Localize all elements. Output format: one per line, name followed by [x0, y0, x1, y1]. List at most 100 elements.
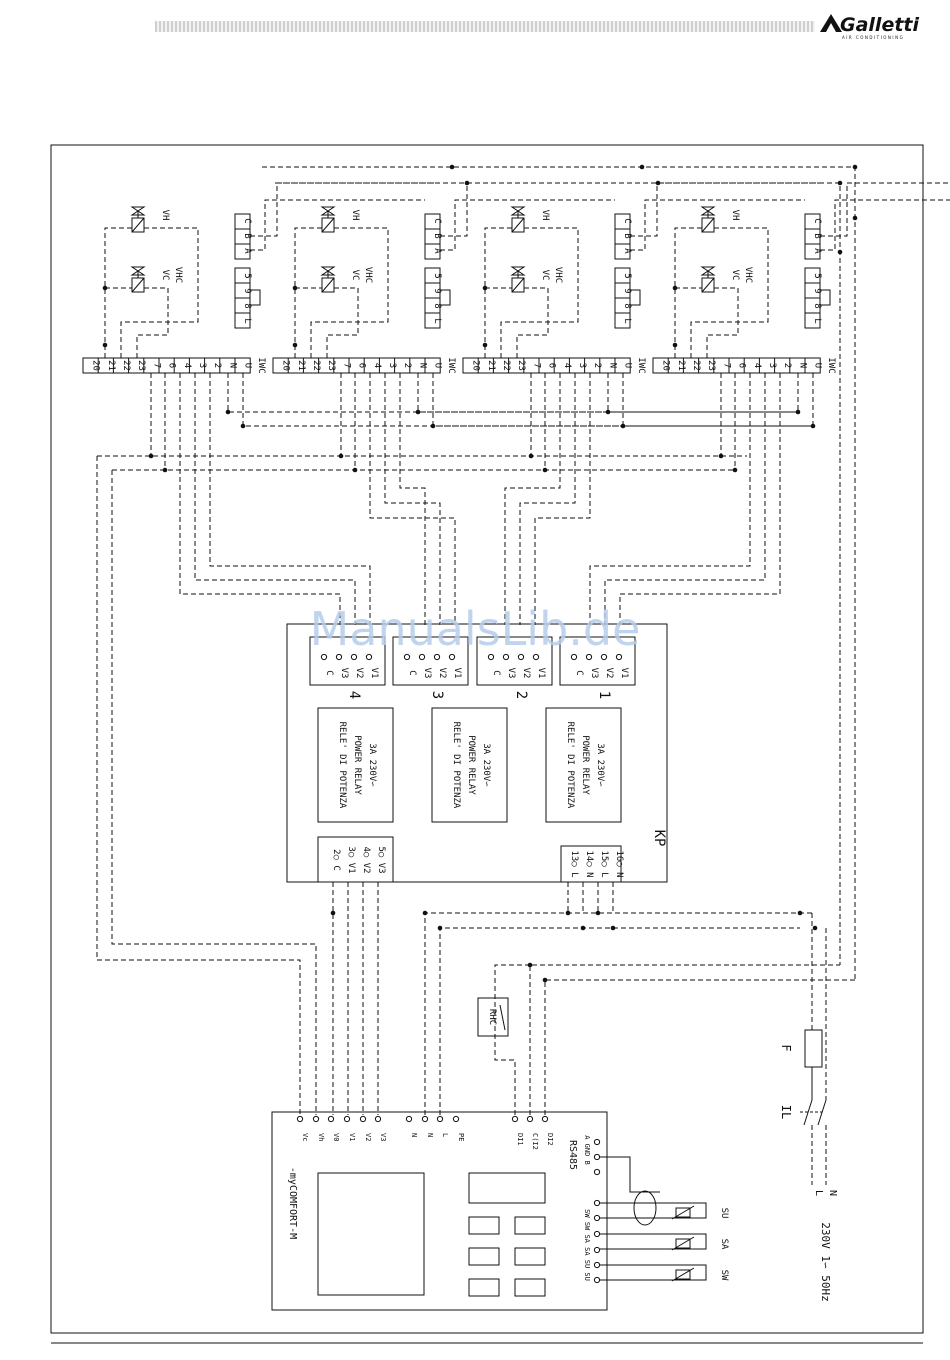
- wire: [227, 373, 800, 413]
- terminal-ring: [374, 1115, 382, 1123]
- wire: [516, 287, 549, 358]
- terminal-ring: [436, 1115, 444, 1123]
- terminal-ring: [593, 1230, 601, 1238]
- kp-power-terminal: 16○ N: [614, 850, 624, 877]
- wire: [326, 287, 359, 358]
- connector-abc: [424, 213, 441, 260]
- wire: [674, 227, 702, 358]
- terminal-label: 3: [577, 363, 587, 368]
- wire: [607, 373, 800, 413]
- terminal-ring: [532, 653, 540, 661]
- wire: [706, 287, 739, 358]
- connector-abc-label: B: [242, 233, 252, 238]
- junction-dot: [812, 925, 818, 931]
- kp-pin-label: V1: [452, 668, 462, 679]
- terminal-ring: [593, 1261, 601, 1269]
- kp-route-wire: [209, 373, 371, 625]
- terminal-ring: [343, 1115, 351, 1123]
- thermistor-slash: [671, 1236, 695, 1251]
- connector-l895-label: 9: [622, 288, 632, 293]
- terminal-ring: [593, 1276, 601, 1284]
- connector-jumper: [440, 289, 451, 306]
- terminal-ring: [452, 1115, 460, 1123]
- terminal-ring: [421, 1115, 429, 1123]
- rhc-contact: [499, 1004, 506, 1031]
- connector-abc: [804, 213, 821, 260]
- valve-coil-slash: [511, 277, 525, 293]
- terminal-ring: [405, 1115, 413, 1123]
- sensor-wire: [600, 1233, 707, 1250]
- junction-dot: [482, 342, 488, 348]
- terminal-label: 22: [501, 360, 511, 371]
- wire: [622, 373, 815, 427]
- connector-abc-label: C: [812, 218, 822, 223]
- sensor-wire: [600, 1202, 707, 1219]
- relay-text: POWER RELAY: [466, 735, 476, 795]
- junction-dot: [240, 423, 246, 429]
- valve-coil-slash: [701, 277, 715, 293]
- wires-layer: RHC: [96, 164, 950, 1115]
- terminal-label: U: [433, 363, 443, 368]
- sensor-label: SA: [719, 1239, 729, 1250]
- kp-input-terminal: 2○ C: [331, 849, 341, 871]
- valve-body-icon: [320, 266, 336, 276]
- junction-dot: [330, 910, 336, 916]
- controller-key: [468, 1216, 500, 1235]
- sensor-label: SW: [719, 1270, 729, 1281]
- header-bar: [155, 21, 815, 32]
- controller-key: [468, 1278, 500, 1297]
- wire: [250, 199, 425, 251]
- brand-name: Galletti: [840, 14, 919, 36]
- junction-dot: [464, 180, 470, 186]
- terminal-label: 2: [592, 363, 602, 368]
- connector-jumper: [630, 289, 641, 306]
- controller-top-terminal: V2: [364, 1133, 372, 1141]
- wire: [417, 373, 800, 413]
- kp-route-wire: [194, 373, 356, 625]
- terminal-label: 4: [752, 363, 762, 368]
- diagram-frame: [50, 144, 924, 1334]
- logo-mark-icon: Galletti AIR CONDITIONING: [820, 14, 919, 40]
- wire: [690, 227, 769, 358]
- junction-dot: [580, 925, 586, 931]
- connector-abc-label: B: [432, 233, 442, 238]
- terminal-label: N: [227, 363, 237, 368]
- junction-dot: [732, 467, 738, 473]
- valve-body-icon: [130, 206, 146, 216]
- galletti-logo: Galletti AIR CONDITIONING: [818, 8, 930, 42]
- kp-route-wire: [519, 373, 576, 625]
- terminal-ring: [541, 1115, 549, 1123]
- kp-group-number: 3: [429, 691, 445, 699]
- terminal-ring: [327, 1115, 335, 1123]
- connector-abc-label: A: [242, 248, 252, 254]
- junction-dot: [422, 910, 428, 916]
- kp-route-wire: [399, 373, 426, 625]
- terminal-ring: [593, 1214, 601, 1222]
- controller-top-terminal: N: [410, 1133, 418, 1137]
- valve-label-vh: VH: [730, 210, 740, 221]
- controller-key-wide: [468, 1172, 546, 1204]
- terminal-label: 22: [121, 360, 131, 371]
- terminal-label: 23: [136, 360, 146, 371]
- valve-label-vh: VH: [350, 210, 360, 221]
- junction-dot: [542, 977, 548, 983]
- connector-abc-label: B: [812, 233, 822, 238]
- valve-body-icon: [130, 266, 146, 276]
- rhc-box: [477, 997, 509, 1037]
- terminal-strip: [82, 357, 251, 374]
- connector-abc: [234, 213, 251, 260]
- terminal-ring: [526, 1115, 534, 1123]
- valve-body-icon: [700, 266, 716, 276]
- board-label: IWC: [256, 357, 266, 373]
- connector-abc-label: A: [432, 248, 442, 254]
- kp-input-terminal: 3○ V1: [346, 846, 356, 873]
- terminal-label: 6: [357, 363, 367, 368]
